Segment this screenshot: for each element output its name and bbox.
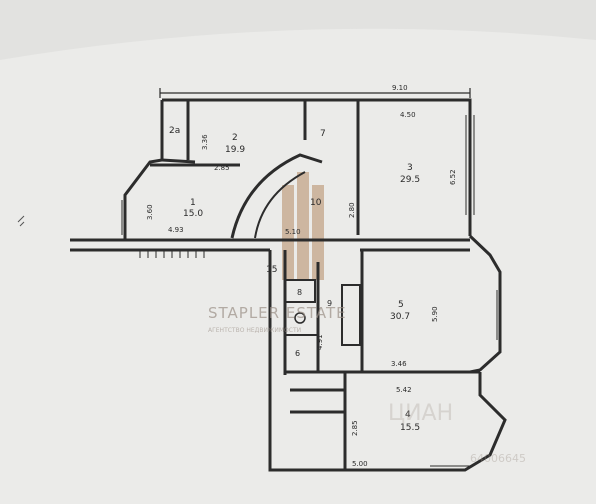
room-2-number: 2: [232, 133, 238, 143]
watermark: STAPLER ESTATE АГЕНТСТВО НЕДВИЖИМОСТИ ЦИ…: [208, 304, 526, 465]
watermark-corner-right: 64006645: [470, 452, 526, 465]
windows: [121, 115, 498, 467]
dim-590: 5.90: [431, 306, 439, 322]
room-5-area: 30.7: [390, 312, 410, 322]
dimension-labels: 9.10 4.50 6.52 3.36 2.85 3.60 4.93 5.10 …: [146, 84, 457, 468]
toilet-icon: [294, 312, 306, 324]
watermark-subtitle: АГЕНТСТВО НЕДВИЖИМОСТИ: [208, 327, 301, 334]
dim-510: 5.10: [285, 228, 301, 236]
room-4-area: 15.5: [400, 423, 420, 433]
room-labels: 2a 2 19.9 7 3 29.5 1 15.0 10 15 8 9 6 5 …: [169, 126, 420, 433]
dim-346: 3.46: [391, 360, 407, 368]
room-2-area: 19.9: [225, 145, 245, 155]
room-4-number: 4: [405, 410, 411, 420]
dim-285-bottom: 2.85: [351, 420, 359, 436]
room-1-area: 15.0: [183, 209, 203, 219]
room-3-area: 29.5: [400, 175, 420, 185]
dim-360: 3.60: [146, 204, 154, 220]
dim-280: 2.80: [348, 202, 356, 218]
room-3-number: 3: [407, 163, 413, 173]
room-6-number: 6: [295, 349, 300, 358]
dim-493: 4.93: [168, 226, 184, 234]
paper-shading: [0, 0, 596, 60]
dim-491: 4.91: [316, 334, 324, 350]
room-9-number: 9: [327, 299, 332, 308]
dim-336: 3.36: [201, 134, 209, 150]
room-2a-number: 2a: [169, 126, 180, 136]
watermark-brand: STAPLER ESTATE: [208, 304, 347, 322]
walls: [70, 88, 507, 472]
watermark-corner-left: ЦИАН: [388, 401, 453, 426]
dim-450: 4.50: [400, 111, 416, 119]
room-10-number: 10: [310, 198, 322, 208]
room-8-number: 8: [297, 288, 302, 297]
room-7-number: 7: [320, 129, 326, 139]
dim-overall: 9.10: [392, 84, 408, 92]
scan-mark: [17, 215, 25, 227]
dim-652: 6.52: [449, 169, 457, 185]
dim-500: 5.00: [352, 460, 368, 468]
room-15-number: 15: [266, 265, 277, 275]
room-5-number: 5: [398, 300, 404, 310]
dim-542: 5.42: [396, 386, 412, 394]
dim-285-top: 2.85: [214, 164, 230, 172]
room-1-number: 1: [190, 198, 196, 208]
